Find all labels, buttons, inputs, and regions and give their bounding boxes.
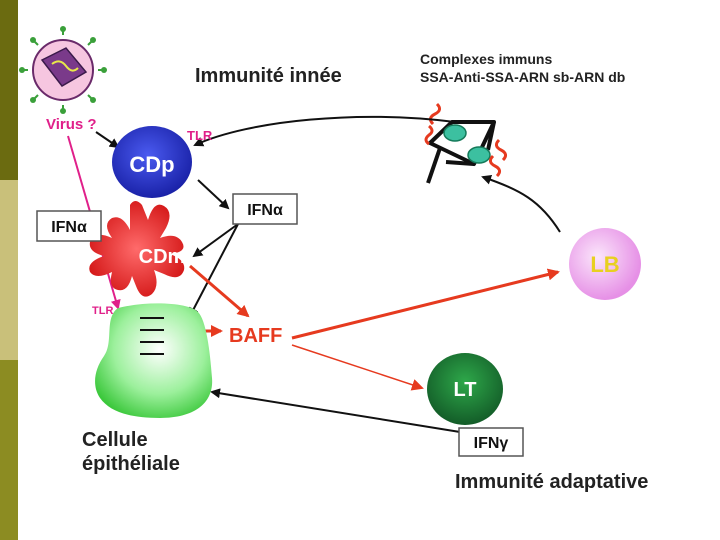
- accent-bar-middle: [0, 180, 18, 360]
- epithelial-label-line1: Cellule: [82, 429, 148, 451]
- arrow-virus-to-cdp: [95, 131, 120, 149]
- baff-label: BAFF: [229, 325, 282, 347]
- arrow-lt-to-epithelial: [210, 388, 461, 433]
- virus-label: Virus ?: [46, 116, 97, 133]
- tlr-top-label: TLR: [187, 128, 213, 143]
- left-accent-bar: [0, 0, 18, 540]
- epithelial-cell: [95, 303, 213, 418]
- ifn-gamma-box: [458, 427, 524, 457]
- arrow-cdp-to-ifn: [197, 179, 230, 210]
- lb-cell: [569, 228, 641, 300]
- title-adaptive: Immunité adaptative: [455, 471, 648, 493]
- arrow-baff-to-lt: [291, 344, 424, 391]
- cdm-label: CDm: [139, 246, 186, 268]
- immune-complexes-line1: Complexes immuns: [420, 51, 552, 67]
- lt-cell: [427, 353, 503, 425]
- tlr-left-label: TLR: [92, 305, 113, 317]
- cdp-label: CDp: [129, 152, 174, 177]
- virus-icon: [19, 26, 107, 114]
- arrow-ifn-to-cdm: [192, 223, 239, 258]
- arrow-complex-to-cdp: [193, 115, 456, 147]
- accent-bar-top: [0, 0, 18, 180]
- ifn-alpha-box-right: [232, 193, 298, 225]
- epithelial-nucleus-lines: [140, 317, 164, 355]
- ifn-alpha-label-right: IFNα: [247, 202, 283, 219]
- arrow-lb-to-complex: [481, 174, 561, 233]
- ifn-alpha-label-left: IFNα: [51, 219, 87, 236]
- arrows: [67, 115, 561, 433]
- cdp-cell: [112, 126, 192, 198]
- epithelial-label-line2: épithéliale: [82, 453, 180, 475]
- cdm-cell: [89, 201, 185, 297]
- lb-label: LB: [590, 252, 619, 277]
- arrow-ifn-to-epithelial: [189, 223, 239, 318]
- ifn-alpha-box-left: [36, 210, 102, 242]
- lt-label: LT: [454, 379, 477, 401]
- immune-complexes-line2: SSA-Anti-SSA-ARN sb-ARN db: [420, 69, 625, 85]
- immune-complex-icon: [424, 102, 508, 184]
- ifn-gamma-label: IFNγ: [474, 435, 509, 452]
- accent-bar-bottom: [0, 360, 18, 540]
- title-innate: Immunité innée: [195, 65, 342, 87]
- arrow-cdm-to-baff: [189, 264, 250, 318]
- arrow-baff-to-lb: [291, 268, 560, 340]
